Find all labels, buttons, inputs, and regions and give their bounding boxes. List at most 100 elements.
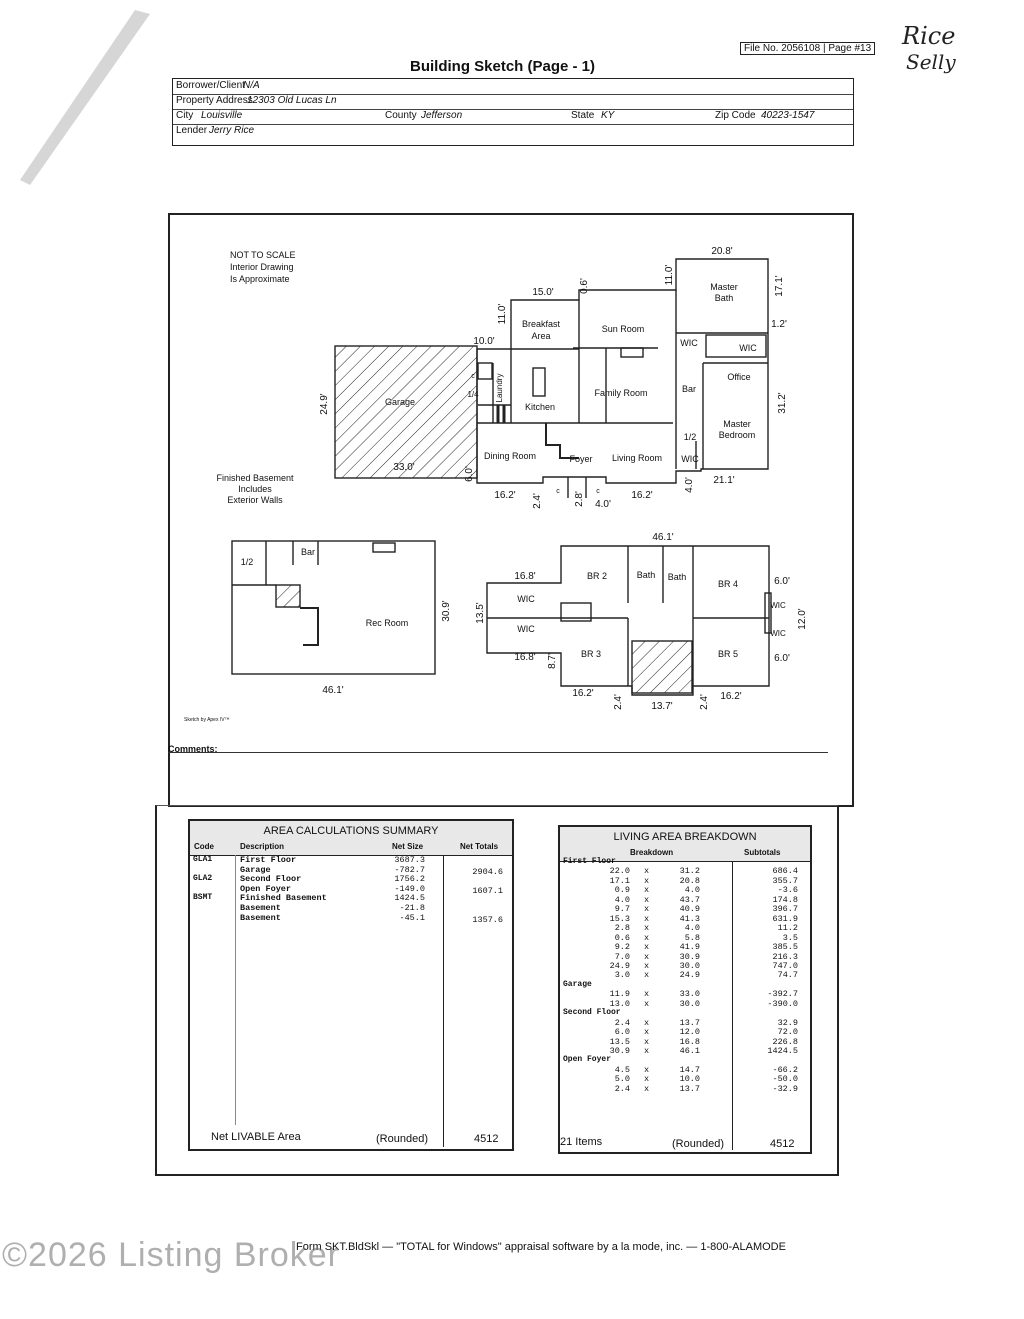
comments-line: [168, 752, 828, 753]
room-wic-4: WIC: [517, 594, 535, 604]
dim-2-8: 2.8': [574, 491, 585, 507]
listing-watermark: ©2026 Listing Broker: [2, 1236, 341, 1274]
breakdown-subtotal: -392.7: [767, 989, 798, 1000]
breakdown-subtotal: -3.6: [777, 885, 798, 896]
breakdown-times: x: [644, 932, 650, 943]
living-breakdown-table: LIVING AREA BREAKDOWN Breakdown Subtotal…: [558, 825, 812, 1154]
dim-16-2-c: 16.2': [572, 688, 593, 699]
calculations-panel: [155, 805, 839, 1176]
area-net-size: -45.1: [399, 912, 425, 923]
floor-plan-sketch: NOT TO SCALE Interior Drawing Is Approxi…: [184, 246, 808, 723]
breakdown-times: x: [644, 894, 650, 905]
area-summary-table: AREA CALCULATIONS SUMMARY Code Descripti…: [188, 819, 514, 1151]
room-garage: Garage: [385, 397, 415, 407]
living-breakdown-header: LIVING AREA BREAKDOWN Breakdown Subtotal…: [560, 827, 810, 862]
net-livable-rounded: (Rounded): [376, 1133, 428, 1145]
area-net-size: 1424.5: [394, 893, 425, 904]
breakdown-dim-a: 3.0: [614, 970, 630, 981]
breakdown-dim-a: 22.0: [609, 866, 630, 877]
room-br4: BR 4: [718, 579, 738, 589]
breakdown-dim-a: 13.5: [609, 1036, 630, 1047]
breakdown-times: x: [644, 951, 650, 962]
dim-10-0: 10.0': [473, 336, 494, 347]
dim-1-2: 1.2': [771, 319, 787, 330]
room-breakfast: Breakfast: [522, 319, 561, 329]
breakdown-subtotal: 1424.5: [767, 1046, 798, 1056]
breakdown-dim-a: 4.5: [614, 1064, 630, 1075]
breakdown-subtotal: 385.5: [772, 942, 798, 953]
dim-2-4-c: 2.4': [699, 694, 710, 710]
interior-note: Interior Drawing: [230, 262, 294, 272]
breakdown-times: x: [644, 866, 650, 877]
room-master-bedroom: Master: [723, 419, 751, 429]
room-br2: BR 2: [587, 571, 607, 581]
file-number: File No. 2056108 | Page #13: [740, 42, 876, 55]
scan-artifact: [20, 10, 150, 185]
breakdown-section-label: Open Foyer: [563, 1055, 612, 1065]
dim-16-8-a: 16.8': [514, 571, 535, 582]
dim-2-4-a: 2.4': [532, 493, 543, 509]
breakdown-total: 4512: [770, 1138, 795, 1150]
breakdown-subtotal: -50.0: [772, 1074, 798, 1085]
breakdown-dim-a: 5.0: [614, 1074, 630, 1085]
room-dining: Dining Room: [484, 451, 536, 461]
room-bath-2: Bath: [668, 572, 687, 582]
breakdown-dim-b: 24.9: [679, 970, 700, 981]
breakdown-times: x: [644, 1017, 650, 1028]
state-value: KY: [601, 110, 615, 121]
breakdown-times: x: [644, 923, 650, 934]
room-living: Living Room: [612, 453, 662, 463]
dim-11-0-a: 11.0': [664, 265, 675, 286]
breakdown-subtotal: 74.7: [777, 970, 798, 981]
area-net-total: 1357.6: [472, 914, 503, 925]
room-office: Office: [727, 372, 750, 382]
breakdown-subtotal: -32.9: [772, 1083, 798, 1094]
approx-note: Is Approximate: [230, 274, 290, 284]
breakdown-subtotal: -390.0: [767, 998, 798, 1009]
svg-text:Includes: Includes: [238, 484, 272, 494]
breakdown-dim-a: 9.7: [614, 904, 630, 915]
breakdown-dim-b: 41.9: [679, 942, 700, 953]
breakdown-dim-a: 7.0: [614, 951, 630, 962]
room-laundry: Laundry: [495, 374, 504, 403]
room-wic-3: WIC: [681, 454, 699, 464]
breakdown-times: x: [644, 875, 650, 886]
breakdown-dim-b: 16.8: [679, 1036, 700, 1047]
breakdown-times: x: [644, 970, 650, 981]
breakdown-section-label: Garage: [563, 979, 592, 989]
living-breakdown-title: LIVING AREA BREAKDOWN: [613, 831, 757, 843]
dim-21-1: 21.1': [713, 475, 734, 486]
net-livable-label: Net LIVABLE Area: [211, 1131, 301, 1143]
dim-30-9: 30.9': [441, 600, 452, 621]
breakdown-times: x: [644, 989, 650, 1000]
area-net-size: -21.8: [399, 903, 425, 913]
room-br5: BR 5: [718, 649, 738, 659]
room-wic-5: WIC: [517, 624, 535, 634]
breakdown-dim-a: 2.4: [614, 1083, 630, 1094]
dim-4-0-b: 4.0': [684, 477, 695, 493]
breakdown-subtotal: 3.5: [782, 932, 798, 943]
breakdown-subtotal: 174.8: [772, 894, 798, 905]
lender-row: Lender Jerry Rice: [176, 125, 255, 136]
breakdown-dim-b: 30.9: [679, 951, 700, 962]
county-value: Jefferson: [421, 110, 463, 121]
breakdown-times: x: [644, 1083, 650, 1094]
breakdown-dim-a: 17.1: [609, 875, 630, 886]
breakdown-subtotal: 32.9: [777, 1017, 798, 1028]
room-basement-bar: Bar: [301, 547, 315, 557]
breakdown-dim-b: 31.2: [679, 866, 700, 877]
breakdown-dim-b: 4.0: [684, 923, 700, 934]
room-master-bath: Master: [710, 282, 738, 292]
breakdown-subtotal: 355.7: [772, 875, 798, 886]
area-summary-header: AREA CALCULATIONS SUMMARY Code Descripti…: [190, 821, 512, 856]
breakdown-subtotal: 686.4: [772, 866, 798, 877]
breakdown-dim-a: 15.3: [609, 913, 630, 924]
breakdown-dim-b: 30.0: [679, 960, 700, 971]
breakdown-dim-a: 0.6: [614, 932, 630, 943]
area-net-size: -149.0: [394, 883, 425, 894]
area-net-total: 1607.1: [472, 885, 503, 896]
breakdown-subtotal: 631.9: [772, 913, 798, 924]
dim-4-0-a: 4.0': [595, 499, 611, 510]
breakdown-times: x: [644, 1074, 650, 1085]
room-half-bath: 1/2: [684, 432, 697, 442]
